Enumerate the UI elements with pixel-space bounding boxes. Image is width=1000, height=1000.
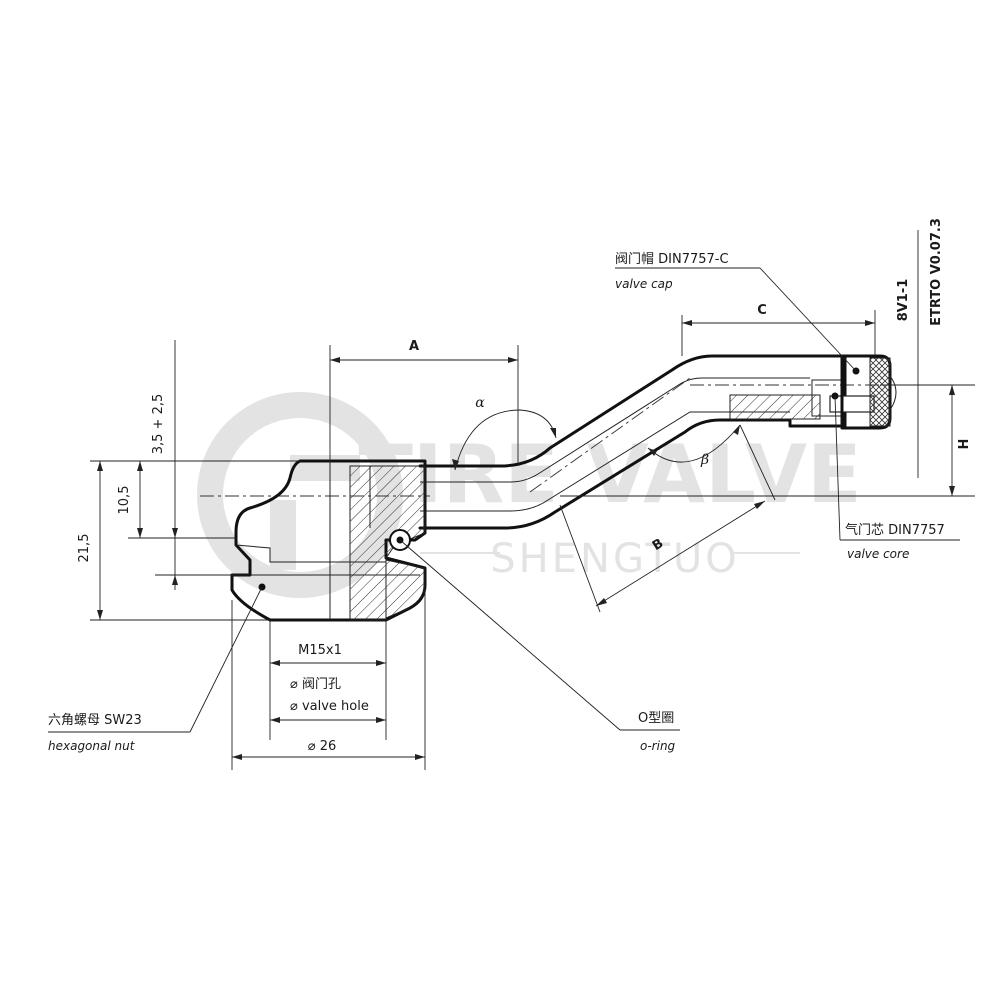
hex-nut-cn-label: 六角螺母 SW23 [48,713,142,728]
dim-c-label: C [757,303,767,318]
hex-nut-en-label: hexagonal nut [48,739,136,753]
valve-hole-cn-label: ⌀ 阀门孔 [290,677,341,692]
dim-26-label: ⌀ 26 [308,739,337,754]
valve-cap-en-label: valve cap [615,277,673,291]
center-line-angled [529,377,691,493]
o-ring-cn-label: O型圈 [638,711,674,726]
o-ring-en-label: o-ring [640,739,676,753]
dim-21-5-label: 21,5 [77,534,92,563]
angle-alpha-label: α [475,395,485,411]
watermark: TIRE VALVE SHENGTUO [197,392,862,598]
valve-cap-cn-label: 阀门帽 DIN7757-C [615,251,729,267]
valve-stem [418,354,875,530]
valve-base [230,459,427,622]
valve-core-cn-label: 气门芯 DIN7757 [845,522,945,538]
dim-a-label: A [409,339,419,354]
watermark-brand: TIRE VALVE [358,428,861,521]
dim-3-5-label: 3,5 + 2,5 [151,394,166,455]
dim-10-5-label: 10,5 [117,486,132,515]
dimension-lines [48,230,975,770]
thread-label: M15x1 [298,643,342,658]
watermark-sub: SHENGTUO [490,536,739,582]
angle-beta-label: β [700,452,709,468]
etrto-code-label: ETRTO V0.07.3 [929,218,944,326]
valve-hole-en-label: ⌀ valve hole [290,699,369,714]
valve-cap [831,354,897,430]
valve-core-en-label: valve core [847,547,909,561]
model-code-label: 8V1-1 [896,279,911,322]
dim-h-label: H [957,439,972,450]
